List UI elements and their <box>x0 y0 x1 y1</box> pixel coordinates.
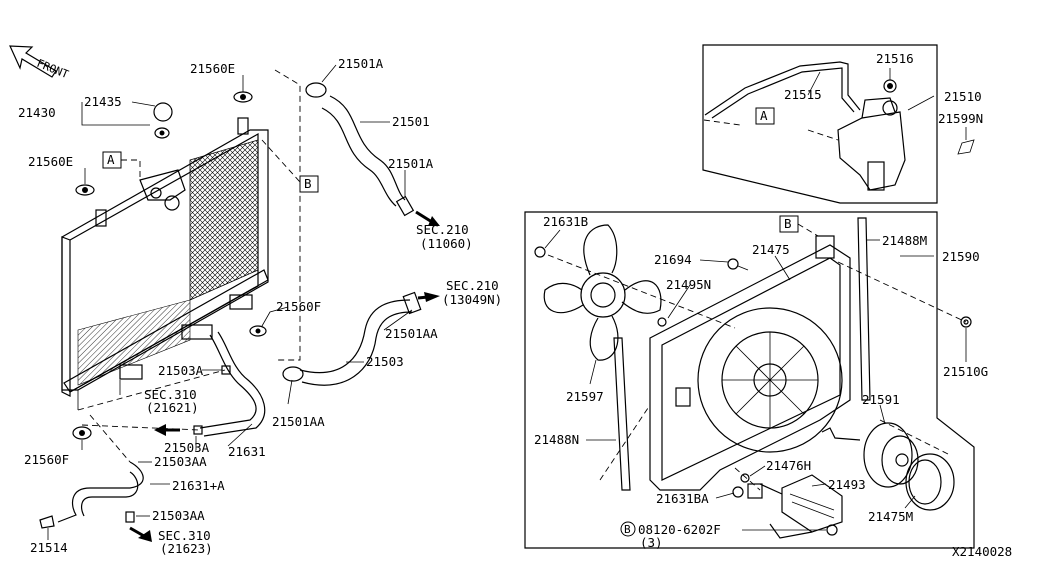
fan-box <box>524 211 975 549</box>
ref-sec210-upper: SEC.210 <box>416 222 469 237</box>
label-21510: 21510 <box>944 89 982 104</box>
ref-sec310-upper: SEC.310 <box>144 387 197 402</box>
label-21590: 21590 <box>942 249 980 264</box>
fan-shroud-21590 <box>649 235 851 491</box>
label-21503a-lower: 21503A <box>164 440 210 455</box>
svg-text:B: B <box>304 176 312 191</box>
label-21501: 21501 <box>392 114 430 129</box>
cap-21435 <box>153 102 173 139</box>
bolt-08120 <box>826 524 838 536</box>
label-21631a: 21631+A <box>172 478 225 493</box>
svg-text:A: A <box>760 108 768 123</box>
reservoir-box <box>702 44 938 204</box>
label-21501a-top: 21501A <box>338 56 384 71</box>
label-21514: 21514 <box>30 540 68 555</box>
label-21493: 21493 <box>828 477 866 492</box>
ref-sec210-upper-sub: (11060) <box>420 236 473 251</box>
label-21435: 21435 <box>84 94 122 109</box>
svg-text:A: A <box>107 152 115 167</box>
bolt-21631ba <box>732 473 750 498</box>
label-21488n: 21488N <box>534 432 579 447</box>
label-21503aa-upper: 21503AA <box>154 454 207 469</box>
bolt-callout: B 08120-6202F (3) <box>620 521 721 550</box>
resistor-21493 <box>747 474 843 539</box>
label-21631ba: 21631BA <box>656 491 709 506</box>
label-21475m: 21475M <box>868 509 913 524</box>
label-21503: 21503 <box>366 354 404 369</box>
grommet-21560f-left <box>72 426 92 440</box>
label-21503a-upper: 21503A <box>158 363 204 378</box>
svg-text:B: B <box>784 216 792 231</box>
bolt-21694 <box>727 258 749 271</box>
ref-sec310-upper-sub: (21621) <box>146 400 199 415</box>
drain-plug-21560e-top <box>233 91 253 103</box>
label-21488m: 21488M <box>882 233 927 248</box>
radiator <box>61 117 269 410</box>
label-21597: 21597 <box>566 389 604 404</box>
label-21560f-left: 21560F <box>24 452 69 467</box>
label-21501aa-lower: 21501AA <box>272 414 325 429</box>
lower-hose <box>282 291 422 386</box>
leader-lines <box>47 64 967 540</box>
callout-a-tank: A <box>755 107 775 125</box>
label-21495n: 21495N <box>666 277 711 292</box>
label-bolt-qty: (3) <box>640 535 663 550</box>
upper-hose <box>305 82 415 217</box>
ref-sec210-lower: SEC.210 <box>446 278 499 293</box>
svg-text:B: B <box>624 523 631 536</box>
reservoir-tank-21510 <box>837 79 906 191</box>
callout-b-left: B <box>299 175 319 193</box>
callout-b-right: B <box>779 215 819 237</box>
bolt-21510g <box>960 316 972 328</box>
label-21430: 21430 <box>18 105 56 120</box>
label-bolt-code: 08120-6202F <box>638 522 721 537</box>
label-21599n: 21599N <box>938 111 983 126</box>
label-21516: 21516 <box>876 51 914 66</box>
drain-plug-21560e-left <box>75 184 95 196</box>
label-21501aa-upper: 21501AA <box>385 326 438 341</box>
label-21560e-left: 21560E <box>28 154 73 169</box>
label-21475: 21475 <box>752 242 790 257</box>
label-21510g: 21510G <box>943 364 988 379</box>
label-21501a-mid: 21501A <box>388 156 434 171</box>
grommet-21560f-right <box>249 325 267 337</box>
front-arrow-icon <box>9 45 57 78</box>
reservoir-hose-21515 <box>704 61 861 119</box>
hose-21631 <box>193 331 266 437</box>
label-21694: 21694 <box>654 252 692 267</box>
hose-21631a <box>39 461 144 529</box>
ref-sec210-lower-sub: (13049N) <box>442 292 502 307</box>
fan-motor-21591 <box>821 422 919 488</box>
label-21560f-right: 21560F <box>276 299 321 314</box>
label-21503aa-lower: 21503AA <box>152 508 205 523</box>
ref-sec310-lower-sub: (21623) <box>160 541 213 556</box>
label-21515: 21515 <box>784 87 822 102</box>
diagram-id: X2140028 <box>952 544 1012 559</box>
seal-21488n <box>613 337 631 491</box>
label-21560e-top: 21560E <box>190 61 235 76</box>
callout-a-left: A <box>102 151 141 180</box>
ref-sec310-lower: SEC.310 <box>158 528 211 543</box>
label-21631: 21631 <box>228 444 266 459</box>
label-21631b: 21631B <box>543 214 588 229</box>
label-21476h: 21476H <box>766 458 811 473</box>
fan-blade-21597 <box>543 224 662 361</box>
seal-21488m <box>857 217 871 401</box>
motor-cover-21475m <box>905 453 955 511</box>
front-label: FRONT <box>35 57 71 82</box>
label-21591: 21591 <box>862 392 900 407</box>
